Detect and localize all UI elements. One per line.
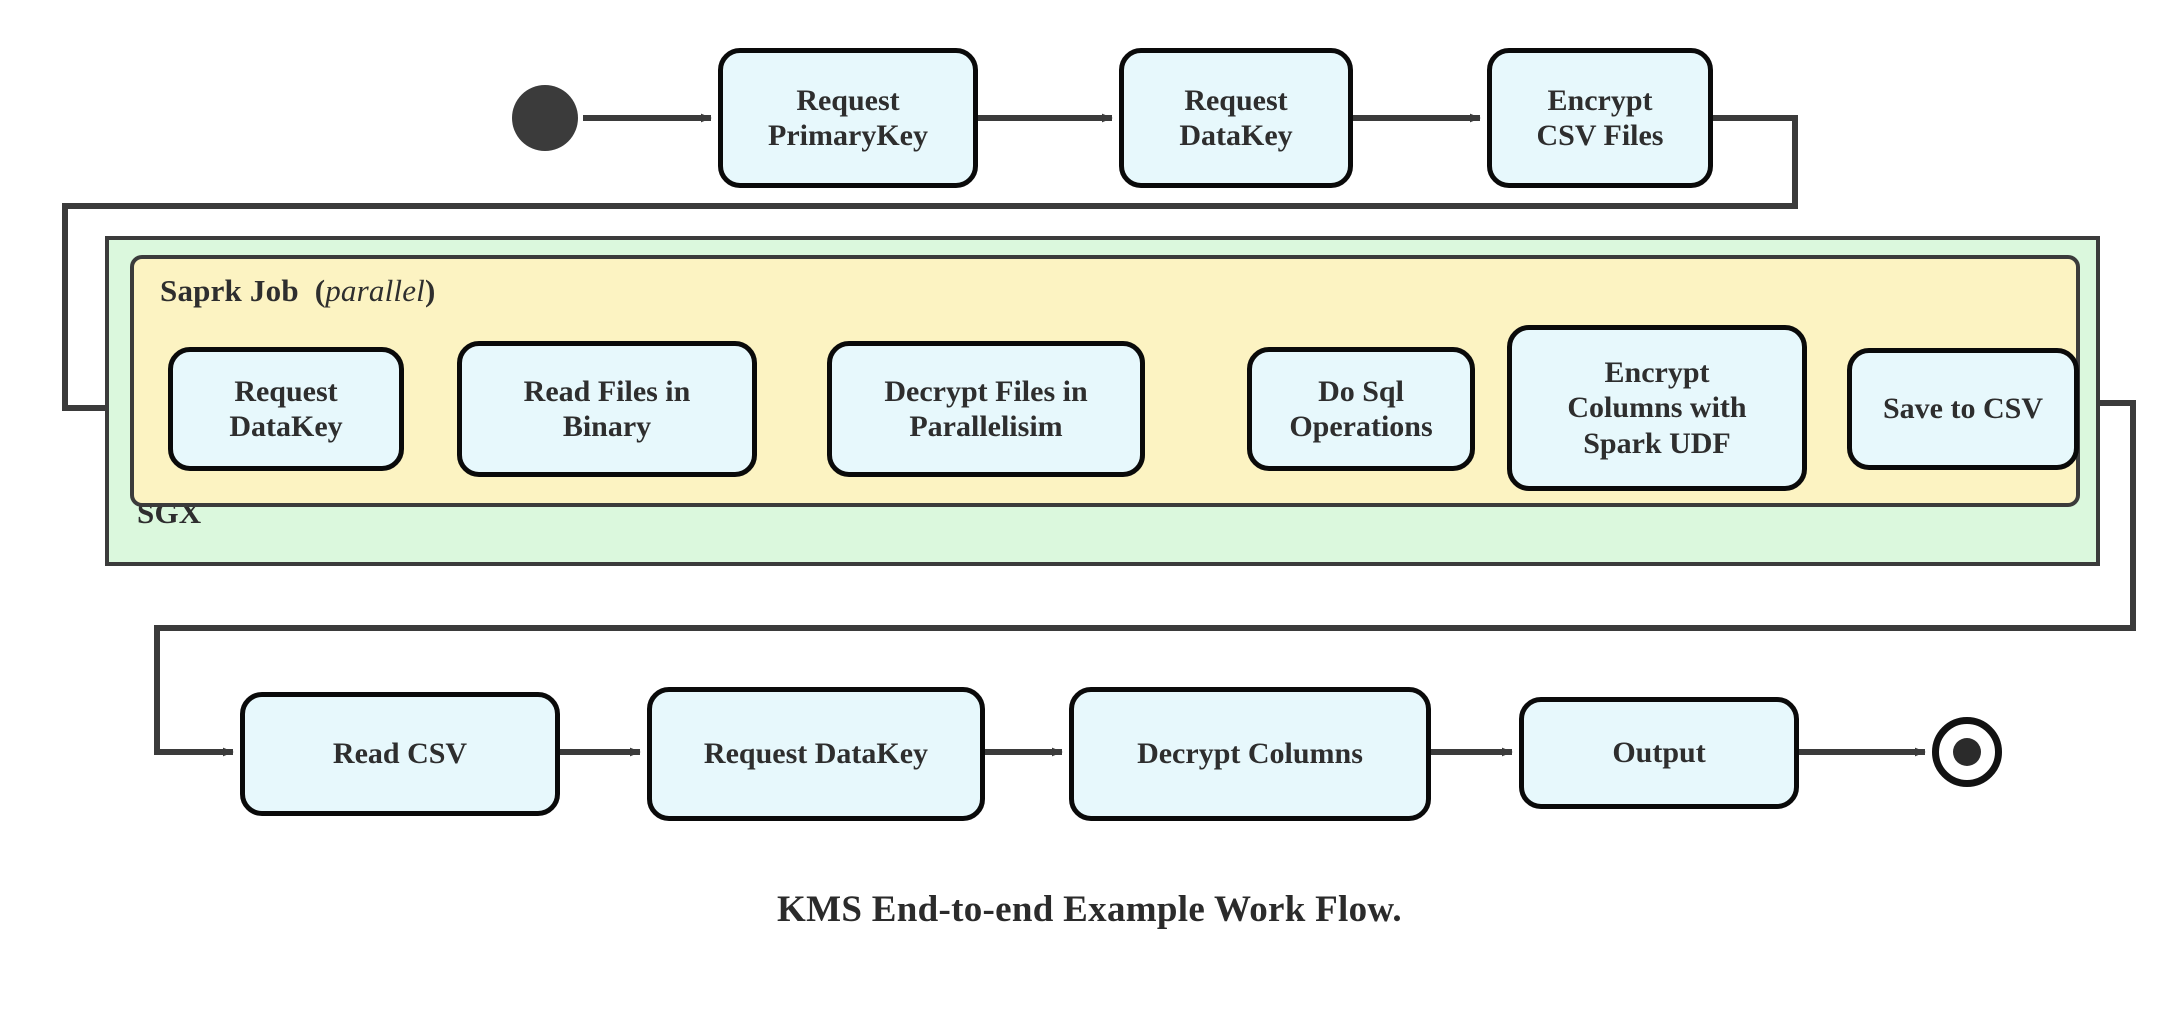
- node-request-primarykey[interactable]: Request PrimaryKey: [718, 48, 978, 188]
- node-decrypt-files-in-parallelisim[interactable]: Decrypt Files in Parallelisim: [827, 341, 1145, 477]
- node-read-files-in-binary[interactable]: Read Files in Binary: [457, 341, 757, 477]
- node-label: Decrypt Files in Parallelisim: [884, 374, 1088, 443]
- node-encrypt-csv-files[interactable]: Encrypt CSV Files: [1487, 48, 1713, 188]
- node-request-datakey-bottom[interactable]: Request DataKey: [647, 687, 985, 821]
- spark-job-label: Saprk Job (parallel): [160, 273, 436, 309]
- node-label: Request DataKey: [703, 737, 929, 771]
- node-label: Read CSV: [332, 737, 468, 771]
- node-label: Save to CSV: [1882, 392, 2043, 426]
- spark-job-title: Saprk Job: [160, 273, 299, 308]
- spark-job-qualifier: parallel: [325, 273, 425, 308]
- node-request-datakey-top[interactable]: Request DataKey: [1119, 48, 1353, 188]
- node-decrypt-columns[interactable]: Decrypt Columns: [1069, 687, 1431, 821]
- node-encrypt-columns-with-spark-udf[interactable]: Encrypt Columns with Spark UDF: [1507, 325, 1807, 491]
- node-do-sql-operations[interactable]: Do Sql Operations: [1247, 347, 1475, 471]
- paren-open: (: [314, 273, 326, 308]
- paren-close: ): [424, 273, 436, 308]
- node-label: Do Sql Operations: [1289, 374, 1433, 443]
- node-label: Request DataKey: [229, 374, 343, 443]
- node-label: Decrypt Columns: [1137, 737, 1363, 771]
- start-node: [512, 85, 578, 151]
- node-label: Request PrimaryKey: [768, 83, 928, 152]
- node-request-datakey-spark[interactable]: Request DataKey: [168, 347, 404, 471]
- node-label: Output: [1612, 736, 1706, 770]
- node-save-to-csv[interactable]: Save to CSV: [1847, 348, 2079, 470]
- node-label: Encrypt CSV Files: [1536, 83, 1664, 152]
- node-label: Request DataKey: [1179, 83, 1293, 152]
- end-node-inner-dot: [1953, 738, 1981, 766]
- node-label: Encrypt Columns with Spark UDF: [1567, 355, 1747, 460]
- node-label: Read Files in Binary: [523, 374, 691, 443]
- end-node: [1932, 717, 2002, 787]
- diagram-caption: KMS End-to-end Example Work Flow.: [777, 889, 1402, 930]
- node-output[interactable]: Output: [1519, 697, 1799, 809]
- node-read-csv[interactable]: Read CSV: [240, 692, 560, 816]
